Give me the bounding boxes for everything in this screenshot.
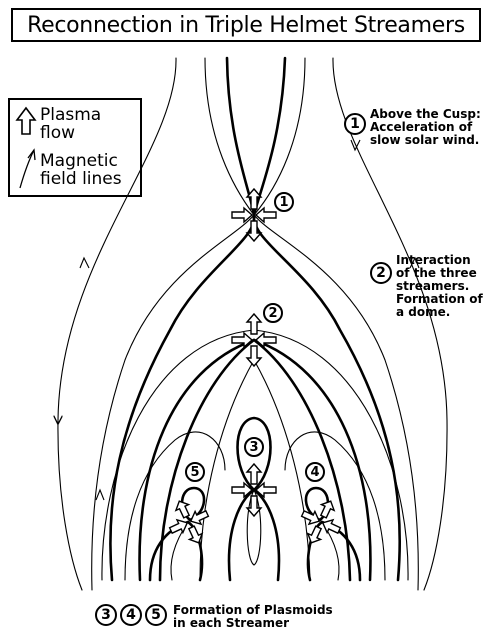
note-1-text: Above the Cusp: Acceleration of slow sol… xyxy=(370,108,481,147)
marker-5: 5 xyxy=(185,462,205,482)
note-2-text: Interaction of the three streamers. Form… xyxy=(396,254,483,319)
marker-4: 4 xyxy=(305,462,325,482)
field-direction-arrow xyxy=(96,490,104,500)
legend: Plasma flow Magnetic field lines xyxy=(8,98,142,197)
field-line-arrow-icon xyxy=(20,150,35,188)
marker-1: 1 xyxy=(274,192,294,212)
note-345-text: Formation of Plasmoids in each Streamer xyxy=(173,604,333,630)
note-345-number-4: 4 xyxy=(120,604,142,626)
note-2-number: 2 xyxy=(370,262,392,284)
plasma-flow-label: Plasma flow xyxy=(40,106,101,142)
marker-2: 2 xyxy=(263,303,283,323)
field-line xyxy=(160,340,350,580)
field-lines-label: Magnetic field lines xyxy=(40,152,122,188)
note-345-number-3: 3 xyxy=(95,604,117,626)
field-direction-arrow xyxy=(80,258,89,268)
field-line xyxy=(140,340,371,580)
note-345-number-5: 5 xyxy=(145,604,167,626)
marker-3: 3 xyxy=(244,437,264,457)
plasma-flow-arrow-icon xyxy=(17,108,35,134)
note-1-number: 1 xyxy=(344,113,366,135)
